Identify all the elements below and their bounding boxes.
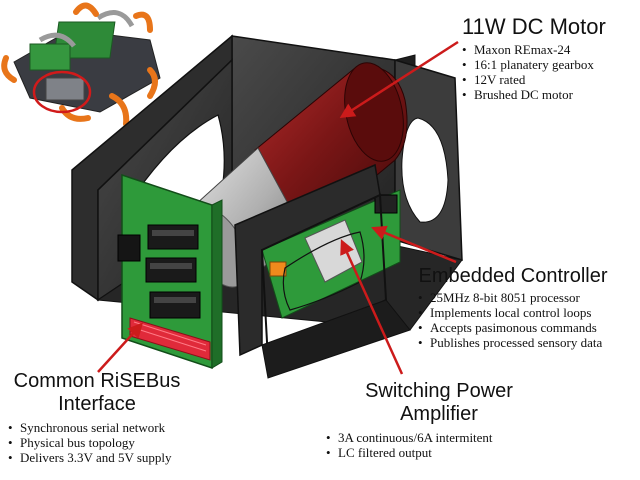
controller-list: 25MHz 8-bit 8051 processor Implements lo…: [418, 290, 638, 350]
controller-title: Embedded Controller: [418, 265, 608, 287]
highlight-circle: [32, 70, 92, 114]
list-item: Brushed DC motor: [462, 87, 637, 102]
list-item: Accepts pasimonous commands: [418, 320, 638, 335]
list-item: 25MHz 8-bit 8051 processor: [418, 290, 638, 305]
list-item: 12V rated: [462, 72, 637, 87]
callout-arrows: [97, 40, 459, 375]
motor-arrow: [339, 40, 459, 119]
risebus-title-line1: Common RiSEBus: [13, 370, 181, 392]
list-item: Publishes processed sensory data: [418, 335, 638, 350]
list-item: LC filtered output: [326, 445, 556, 460]
list-item: Physical bus topology: [8, 435, 233, 450]
controller-callout: Embedded Controller 25MHz 8-bit 8051 pro…: [418, 264, 638, 350]
motor-title: 11W DC Motor: [462, 14, 606, 39]
amplifier-list: 3A continuous/6A intermitent LC filtered…: [326, 430, 556, 460]
risebus-list: Synchronous serial network Physical bus …: [8, 420, 233, 465]
robot-thumbnail: [1, 2, 161, 127]
controller-arrow: [371, 225, 457, 264]
amplifier-arrow: [340, 239, 404, 375]
list-item: Synchronous serial network: [8, 420, 233, 435]
list-item: Delivers 3.3V and 5V supply: [8, 450, 233, 465]
list-item: Maxon REmax-24: [462, 42, 637, 57]
list-item: 16:1 planatery gearbox: [462, 57, 637, 72]
amplifier-title-line1: Switching Power: [365, 380, 513, 402]
list-item: Implements local control loops: [418, 305, 638, 320]
amplifier-title-line2: Amplifier: [400, 403, 478, 425]
motor-callout: 11W DC Motor Maxon REmax-24 16:1 planate…: [462, 14, 637, 102]
risebus-title-line2: Interface: [58, 393, 136, 415]
motor-module: [71, 34, 463, 379]
motor-list: Maxon REmax-24 16:1 planatery gearbox 12…: [462, 42, 637, 102]
risebus-arrow: [97, 322, 144, 373]
list-item: 3A continuous/6A intermitent: [326, 430, 556, 445]
